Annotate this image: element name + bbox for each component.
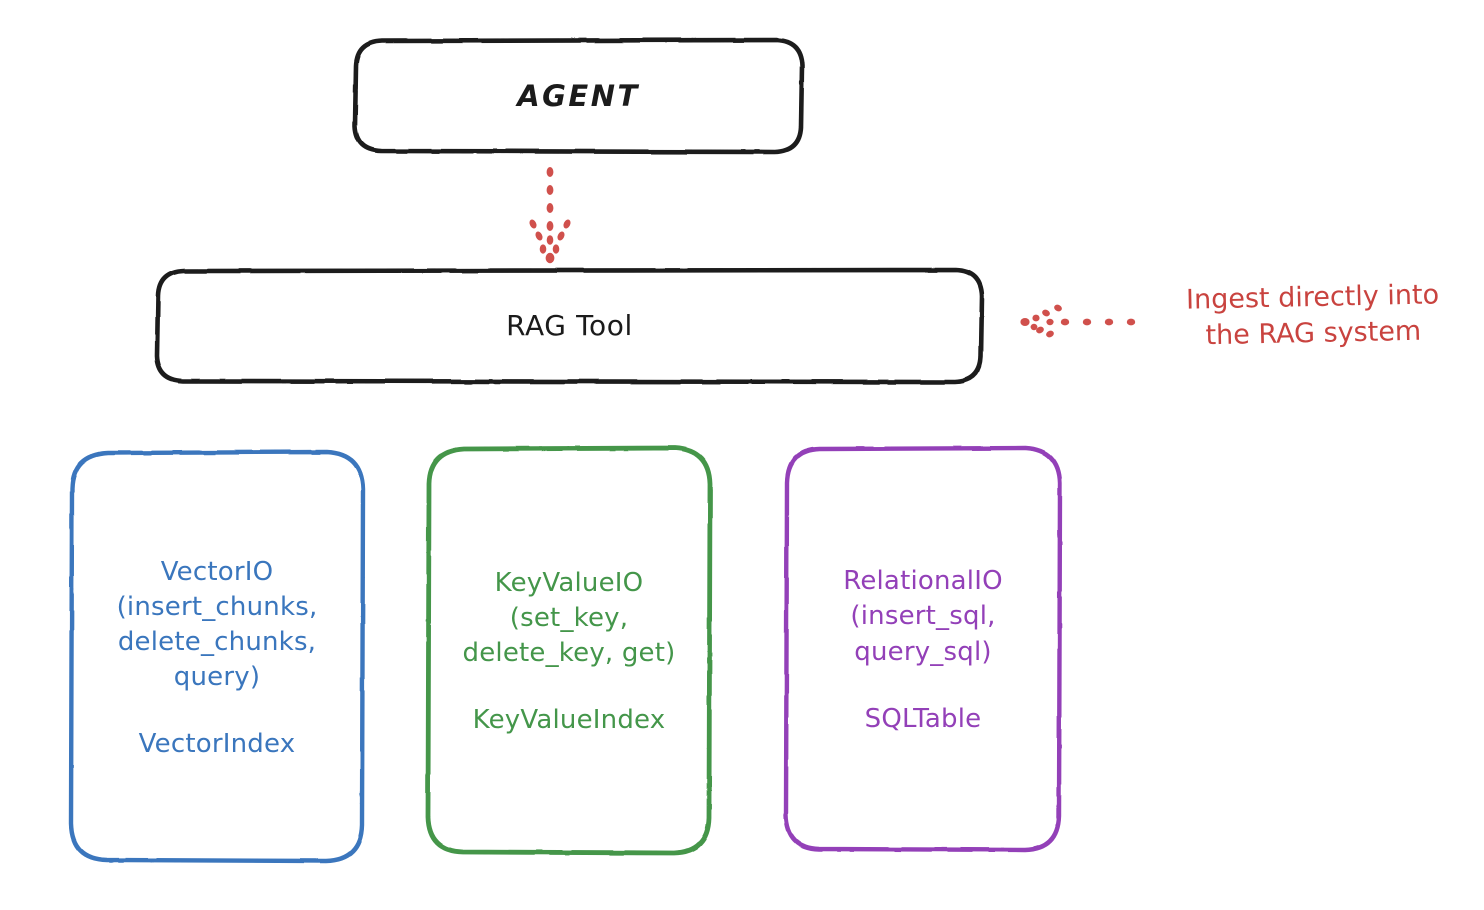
annotation-ingest-directly: Ingest directly into the RAG system — [1185, 279, 1440, 352]
node-agent-label: AGENT — [517, 78, 640, 113]
node-vector-io-label: VectorIO (insert_chunks, delete_chunks, … — [116, 556, 318, 693]
ingest-dotted-arrow — [1020, 304, 1136, 338]
node-relational-io[interactable]: RelationalIO (insert_sql, query_sql) SQL… — [786, 448, 1060, 850]
node-rag-tool[interactable]: RAG Tool — [157, 270, 982, 382]
node-relational-io-label: RelationalIO (insert_sql, query_sql) — [843, 566, 1003, 667]
node-keyvalue-io[interactable]: KeyValueIO (set_key, delete_key, get) Ke… — [428, 448, 710, 853]
node-vector-io[interactable]: VectorIO (insert_chunks, delete_chunks, … — [71, 452, 363, 862]
node-vector-index-label: VectorIndex — [138, 729, 296, 760]
node-keyvalue-index-label: KeyValueIndex — [472, 705, 666, 736]
node-sql-table-label: SQLTable — [864, 703, 982, 734]
node-agent[interactable]: AGENT — [355, 40, 802, 152]
node-keyvalue-io-label: KeyValueIO (set_key, delete_key, get) — [462, 567, 676, 669]
agent-to-ragtool-dotted-arrow — [529, 167, 571, 264]
node-rag-tool-label: RAG Tool — [506, 309, 633, 343]
